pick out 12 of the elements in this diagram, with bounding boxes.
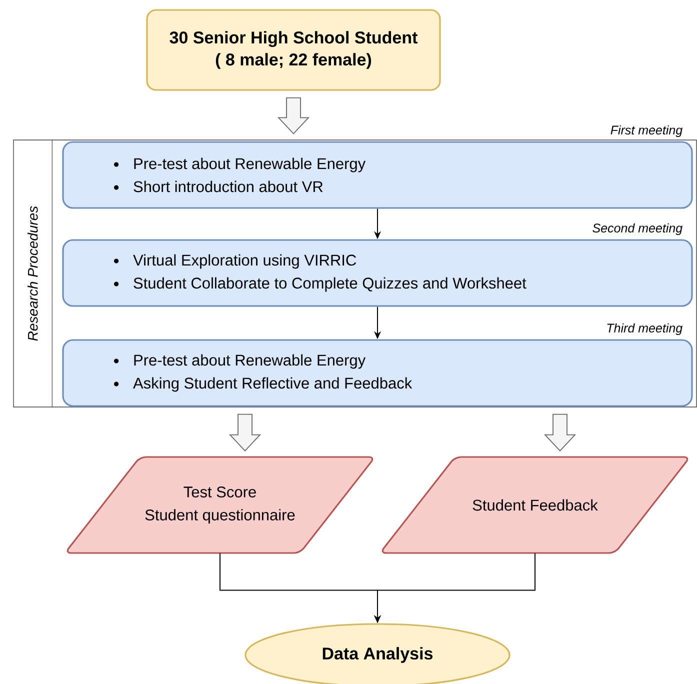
start-box: 30 Senior High School Student ( 8 male; 22 female) [146, 9, 441, 91]
process-box: Pre-test about Renewable Energy Short introduction about VR [62, 141, 693, 209]
meeting-label: First meeting [610, 125, 682, 137]
process-box: Pre-test about Renewable Energy Asking Student Reflective and Feedback [62, 339, 693, 407]
meeting-label: Third meeting [607, 323, 682, 335]
block-arrow [228, 414, 262, 452]
block-arrow [277, 97, 310, 134]
data-parallelogram: Student Feedback [382, 456, 688, 554]
block-arrow [544, 414, 576, 452]
process-box: Virtual Exploration using VIRRIC Student Collaborate to Complete Quizzes and Worksheet [62, 239, 693, 307]
meeting-label: Second meeting [592, 223, 682, 235]
data-parallelogram: Test Score Student questionnaire [66, 456, 374, 554]
